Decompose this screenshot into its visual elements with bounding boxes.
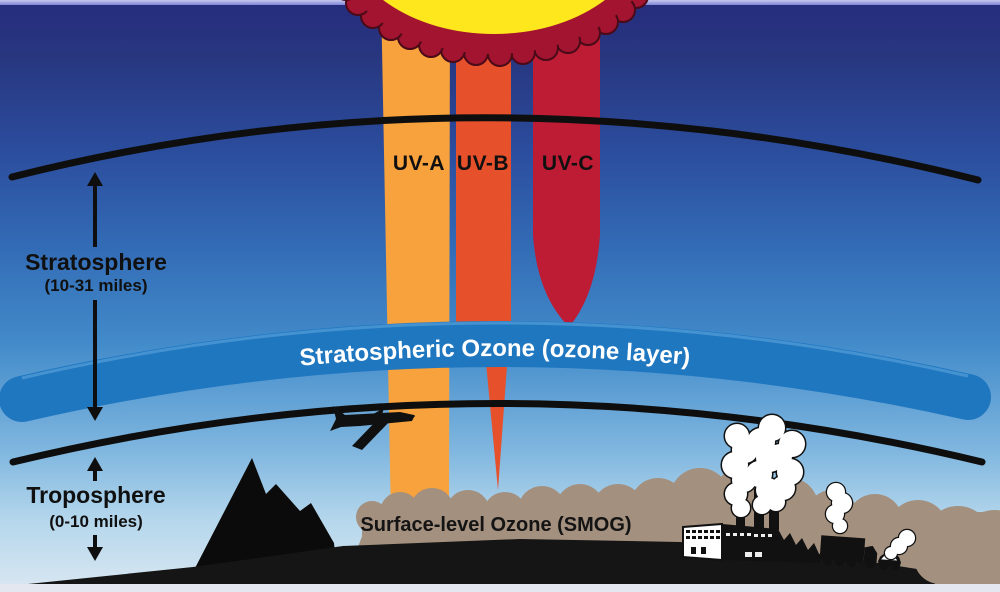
ozone-band: [0, 321, 991, 422]
uv-b-beam-attenuated: [485, 352, 508, 490]
stratosphere-label: Stratosphere: [25, 249, 167, 275]
ozone-band-highlight: [21, 321, 969, 380]
airplane-icon: [330, 406, 415, 450]
troposphere-range: (0-10 miles): [49, 512, 143, 531]
sun-body: [383, 0, 605, 34]
factory-front-face: [682, 522, 723, 562]
lower-atmosphere-arc: [9, 400, 986, 466]
troposphere-arrow-up-head: [87, 457, 103, 471]
troposphere-label: Troposphere: [26, 482, 165, 508]
troposphere-annotation: Troposphere (0-10 miles): [26, 457, 166, 561]
ozone-layer-band: Stratospheric Ozone (ozone layer): [0, 321, 991, 422]
smog-foreground-lump: [914, 516, 1000, 592]
uv-a-beam: [381, 0, 450, 520]
uv-c-label: UV-C: [542, 152, 594, 175]
stratosphere-annotation: Stratosphere (10-31 miles): [25, 172, 167, 421]
mountains: [193, 458, 337, 572]
bottom-border: [0, 584, 1000, 592]
truck-icon: [819, 535, 878, 569]
factory-windows: [686, 530, 720, 554]
surface-ozone-label: Surface-level Ozone (SMOG): [360, 514, 631, 536]
sun-icon: [333, 0, 661, 67]
factory-wall-windows: [726, 533, 772, 557]
uv-c-beam: [533, 0, 600, 327]
troposphere-arrow-down-head: [87, 547, 103, 561]
uv-b-label: UV-B: [457, 152, 509, 175]
stratosphere-range: (10-31 miles): [45, 276, 148, 295]
upper-atmosphere-arc: [8, 114, 982, 184]
stratosphere-arrow-down-head: [87, 407, 103, 421]
uv-a-label: UV-A: [393, 152, 445, 175]
stratosphere-arrow-up-head: [87, 172, 103, 186]
